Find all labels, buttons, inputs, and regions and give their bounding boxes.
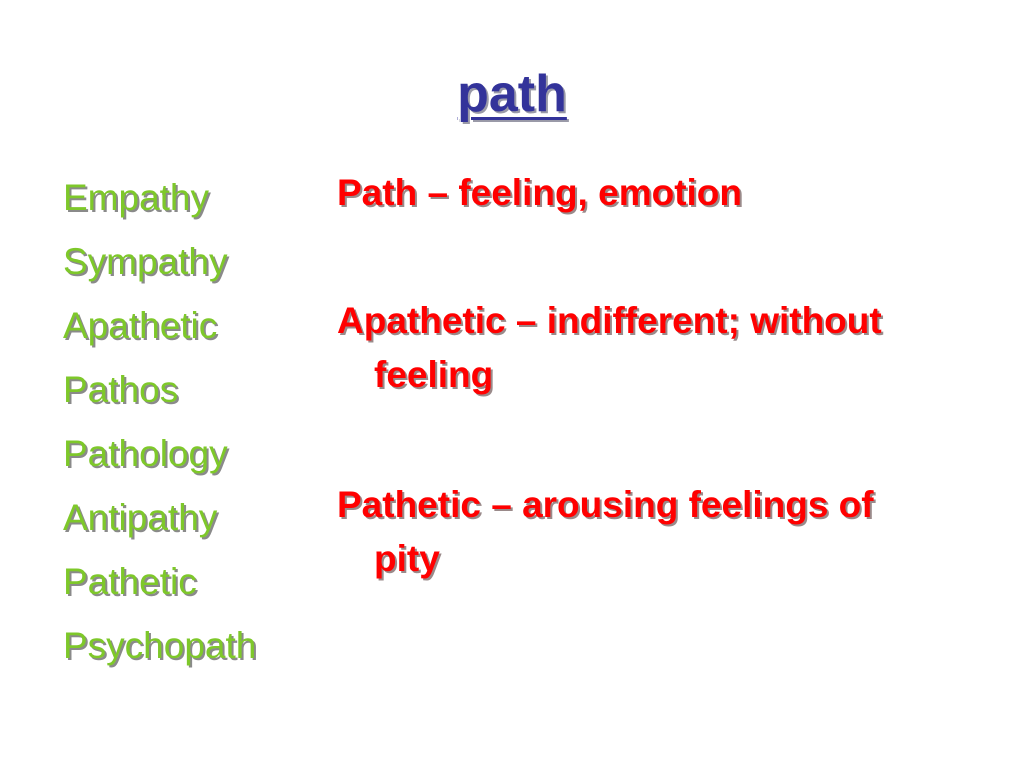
definition-pathetic: Pathetic – arousing feelings of pity	[337, 478, 1017, 586]
definition-path: Path – feeling, emotion	[337, 166, 1017, 220]
word-item: Pathology	[63, 433, 228, 474]
definition-apathetic: Apathetic – indifferent; without feeling	[337, 294, 1017, 402]
definition-text: Apathetic – indifferent; without	[337, 300, 882, 341]
word-item: Sympathy	[63, 241, 228, 282]
slide-title: path	[457, 65, 567, 123]
word-item: Pathetic	[63, 561, 197, 602]
word-item: Psychopath	[63, 625, 257, 666]
word-list: Empathy Sympathy Apathetic Pathos Pathol…	[63, 166, 256, 678]
definition-text-continued: pity	[374, 538, 440, 579]
word-item: Antipathy	[63, 497, 218, 538]
definition-text-continued: feeling	[374, 354, 494, 395]
word-item: Empathy	[63, 177, 210, 218]
definition-text: Pathetic – arousing feelings of	[337, 484, 874, 525]
word-item: Pathos	[63, 369, 179, 410]
word-item: Apathetic	[63, 305, 218, 346]
definition-text: Path – feeling, emotion	[337, 172, 742, 213]
